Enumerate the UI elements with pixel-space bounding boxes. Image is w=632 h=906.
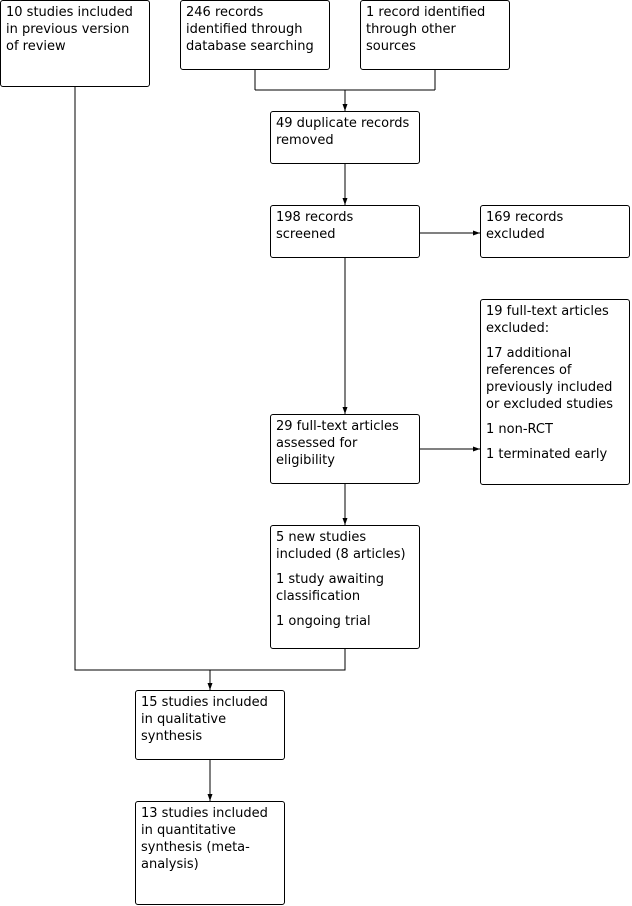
fulltext-assessed-text: 29 full-text articles assessed for eligi…	[276, 419, 399, 468]
box-duplicates-removed: 49 duplicate records removed	[270, 111, 420, 164]
box-records-screened: 198 records screened	[270, 205, 420, 258]
box-fulltext-excluded: 19 full-text articles excluded: 17 addit…	[480, 299, 630, 485]
box-records-excluded: 169 records excluded	[480, 205, 630, 258]
new-studies-text: 5 new studies included (8 articles)	[276, 530, 406, 562]
ongoing-trial-text: 1 ongoing trial	[276, 614, 371, 629]
box-other-sources: 1 record identified through other source…	[360, 0, 510, 70]
box-database-search: 246 records identified through database …	[180, 0, 330, 70]
box-fulltext-assessed: 29 full-text articles assessed for eligi…	[270, 414, 420, 484]
records-screened-text: 198 records screened	[276, 210, 354, 242]
fulltext-excluded-heading: 19 full-text articles excluded:	[486, 304, 609, 336]
connector-new-studies-down	[210, 649, 346, 671]
awaiting-classification-text: 1 study awaiting classification	[276, 572, 384, 604]
box-qualitative-synthesis: 15 studies included in qualitative synth…	[135, 690, 285, 760]
fulltext-excluded-reason-non-rct: 1 non-RCT	[486, 422, 553, 437]
records-excluded-text: 169 records excluded	[486, 210, 564, 242]
previous-review-text: 10 studies included in previous version …	[6, 5, 133, 54]
database-search-text: 246 records identified through database …	[186, 5, 314, 54]
box-quantitative-synthesis: 13 studies included in quantitative synt…	[135, 801, 285, 905]
box-new-studies: 5 new studies included (8 articles) 1 st…	[270, 525, 420, 649]
quantitative-synthesis-text: 13 studies included in quantitative synt…	[141, 806, 268, 872]
connector-previous-review-down	[74, 87, 210, 671]
fulltext-excluded-reason-additional-refs: 17 additional references of previously i…	[486, 346, 614, 412]
fulltext-excluded-reason-terminated: 1 terminated early	[486, 447, 608, 462]
duplicates-removed-text: 49 duplicate records removed	[276, 116, 410, 148]
box-previous-review: 10 studies included in previous version …	[0, 0, 150, 87]
other-sources-text: 1 record identified through other source…	[366, 5, 486, 54]
qualitative-synthesis-text: 15 studies included in qualitative synth…	[141, 695, 268, 744]
